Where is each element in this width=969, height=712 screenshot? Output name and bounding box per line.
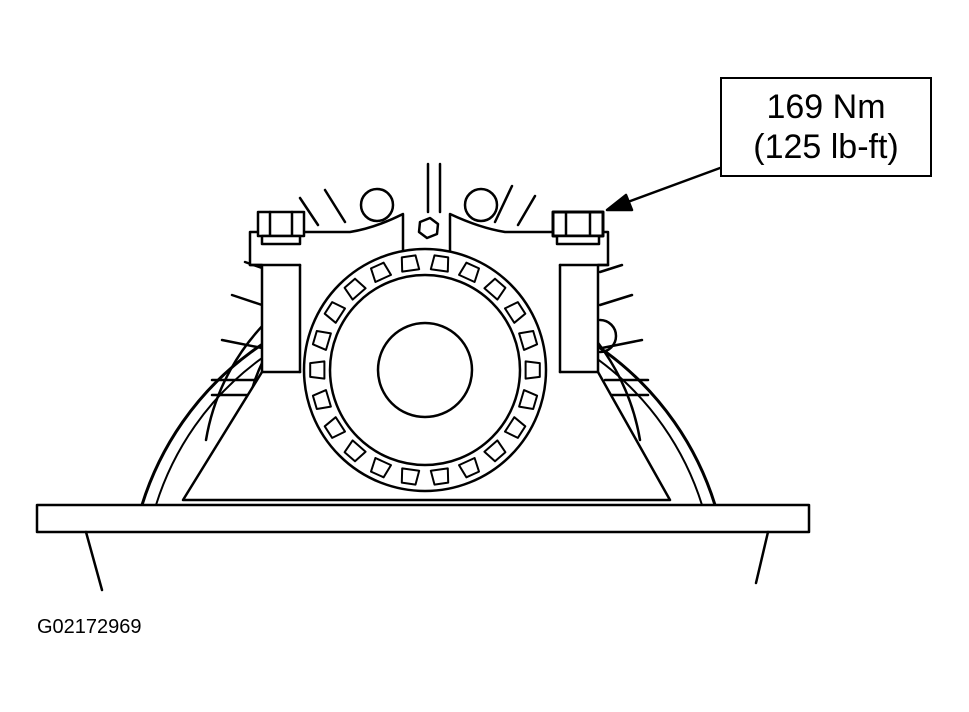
ring-slot bbox=[343, 277, 367, 301]
ring-slot bbox=[483, 277, 507, 301]
ring-slot bbox=[429, 467, 450, 486]
ring-slot bbox=[504, 416, 527, 439]
ring-slots bbox=[309, 254, 541, 486]
torque-imperial: (125 lb-ft) bbox=[753, 128, 899, 166]
ring-slot bbox=[343, 439, 367, 463]
ring-slot bbox=[309, 360, 326, 380]
ring-slot bbox=[400, 467, 421, 486]
ring-slot bbox=[400, 254, 421, 273]
ring-slot bbox=[311, 389, 332, 410]
figure-id: G02172969 bbox=[37, 616, 142, 638]
ring-slot bbox=[458, 457, 480, 479]
leader-arrow bbox=[605, 166, 722, 212]
ring-slot bbox=[370, 261, 392, 283]
base-plate bbox=[35, 503, 811, 592]
right-bolt bbox=[551, 210, 605, 246]
ring-slot bbox=[483, 439, 507, 463]
ring-slot bbox=[518, 389, 539, 410]
seal-ring bbox=[302, 247, 548, 493]
torque-callout-box: 169 Nm (125 lb-ft) bbox=[720, 77, 932, 177]
ring-slot bbox=[311, 330, 332, 351]
ring-slot bbox=[524, 360, 541, 380]
ring-slot bbox=[323, 301, 346, 324]
ring-slot bbox=[504, 301, 527, 324]
ring-slot bbox=[518, 330, 539, 351]
ring-slot bbox=[458, 261, 480, 283]
left-bolt bbox=[256, 210, 306, 246]
torque-metric: 169 Nm bbox=[766, 88, 886, 126]
ring-slot bbox=[370, 457, 392, 479]
ring-slot bbox=[429, 254, 450, 273]
ring-slot bbox=[323, 416, 346, 439]
